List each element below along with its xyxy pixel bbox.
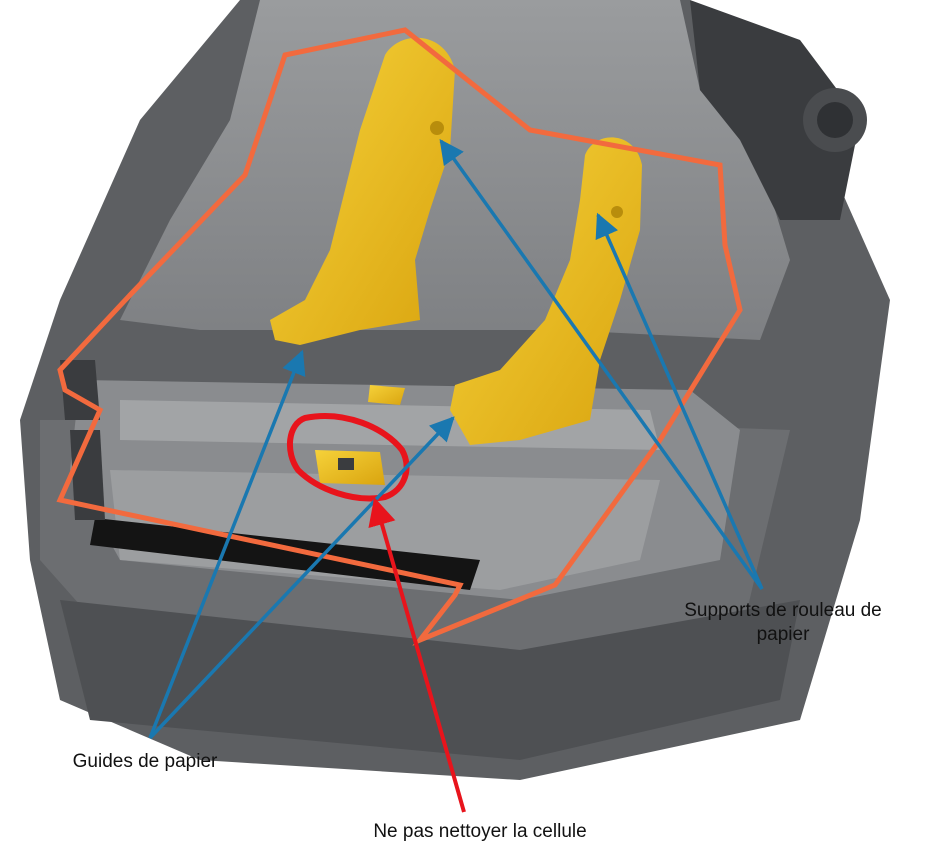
sensor-warning-arrow: [368, 497, 466, 813]
sensor-warning-label: Ne pas nettoyer la cellule: [373, 821, 587, 842]
roll-holder-arrow-right: [595, 212, 764, 590]
media-compartment-outline: [56, 27, 743, 646]
paper-guide-arrow-left: [148, 349, 306, 739]
left-roll-holder: [270, 37, 455, 345]
media-sensor: [315, 385, 405, 485]
paper-guides-label: Guides de papier: [72, 751, 218, 772]
roll-holder-arrow-left: [439, 139, 764, 591]
roll-holders-label-line2: papier: [756, 624, 810, 645]
sensor-highlight: [286, 413, 410, 502]
roll-holders-label: Supports de rouleau de papier: [640, 599, 926, 647]
paper-guide-arrow-right: [148, 416, 455, 740]
roll-holders-label-line1: Supports de rouleau de: [684, 600, 882, 621]
